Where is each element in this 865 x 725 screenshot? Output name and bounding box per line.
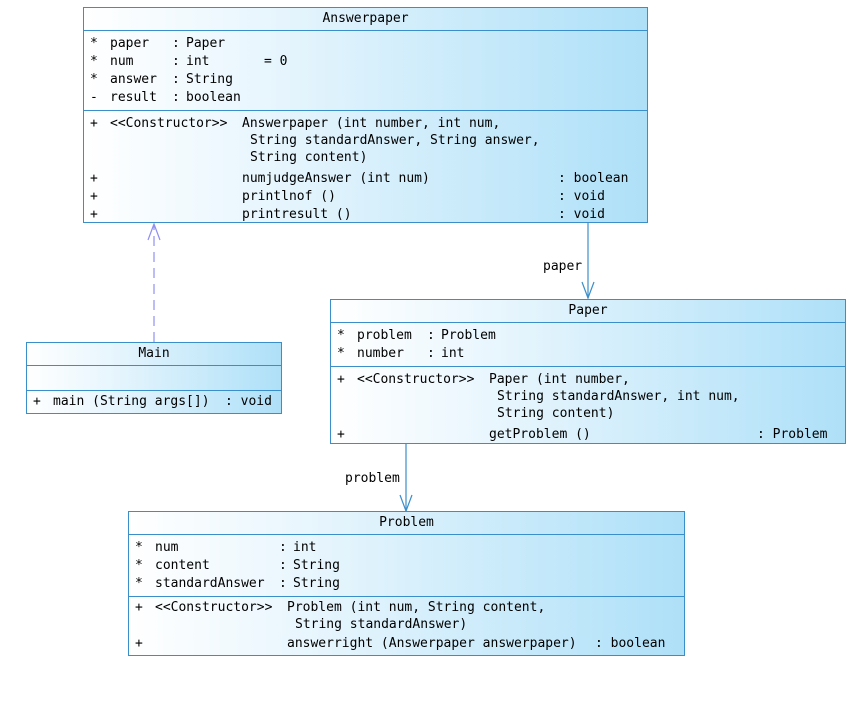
constructor-row: + <<Constructor>> Problem (int num, Stri…: [135, 600, 546, 615]
attribute-row: * num : int = 0: [90, 54, 288, 69]
association-label-problem: problem: [345, 471, 400, 486]
association-paper-to-problem: [399, 444, 413, 513]
constructor-row-cont: String standardAnswer): [295, 617, 468, 632]
dependency-main-to-answerpaper: [147, 222, 161, 342]
method-row: + printresult () : void: [90, 207, 605, 222]
constructor-row: + <<Constructor>> Answerpaper (int numbe…: [90, 116, 501, 131]
constructor-row-cont: String content): [497, 406, 615, 421]
association-label-paper: paper: [543, 259, 583, 274]
operations-section: + <<Constructor>> Paper (int number, Str…: [331, 367, 845, 445]
attribute-row: * standardAnswer : String: [135, 576, 340, 591]
attributes-section: * num : int * content : String * standar…: [129, 535, 684, 597]
constructor-row-cont: String content): [250, 150, 368, 165]
class-name: Paper: [331, 300, 845, 323]
attribute-row: * num : int: [135, 540, 317, 555]
class-name: Answerpaper: [84, 8, 647, 31]
attribute-row: * paper : Paper: [90, 36, 226, 51]
class-name: Main: [27, 343, 281, 366]
operations-section: + <<Constructor>> Problem (int num, Stri…: [129, 597, 684, 655]
class-problem[interactable]: Problem * num : int * content : String *…: [128, 511, 685, 656]
attribute-row: * number : int: [337, 346, 465, 361]
association-answerpaper-to-paper: [581, 223, 595, 300]
method-row: + getProblem () : Problem: [337, 427, 828, 442]
attributes-section: * problem : Problem * number : int: [331, 323, 845, 367]
attributes-section: [27, 366, 281, 391]
attributes-section: * paper : Paper * num : int = 0 * answer…: [84, 31, 647, 111]
class-answerpaper[interactable]: Answerpaper * paper : Paper * num : int …: [83, 7, 648, 223]
constructor-row: + <<Constructor>> Paper (int number,: [337, 372, 630, 387]
class-name: Problem: [129, 512, 684, 535]
class-paper[interactable]: Paper * problem : Problem * number : int…: [330, 299, 846, 444]
class-main[interactable]: Main + main (String args[]) : void: [26, 342, 282, 414]
constructor-row-cont: String standardAnswer, int num,: [497, 389, 740, 404]
constructor-row-cont: String standardAnswer, String answer,: [250, 133, 540, 148]
method-row: + printlnof () : void: [90, 189, 605, 204]
attribute-row: - result : boolean: [90, 90, 241, 105]
attribute-row: * problem : Problem: [337, 328, 496, 343]
operations-section: + main (String args[]) : void: [27, 391, 281, 415]
method-row: + main (String args[]) : void: [33, 394, 272, 409]
method-row: + answerright (Answerpaper answerpaper) …: [135, 636, 666, 651]
attribute-row: * answer : String: [90, 72, 233, 87]
attribute-row: * content : String: [135, 558, 340, 573]
method-row: + numjudgeAnswer (int num) : boolean: [90, 171, 629, 186]
operations-section: + <<Constructor>> Answerpaper (int numbe…: [84, 111, 647, 222]
